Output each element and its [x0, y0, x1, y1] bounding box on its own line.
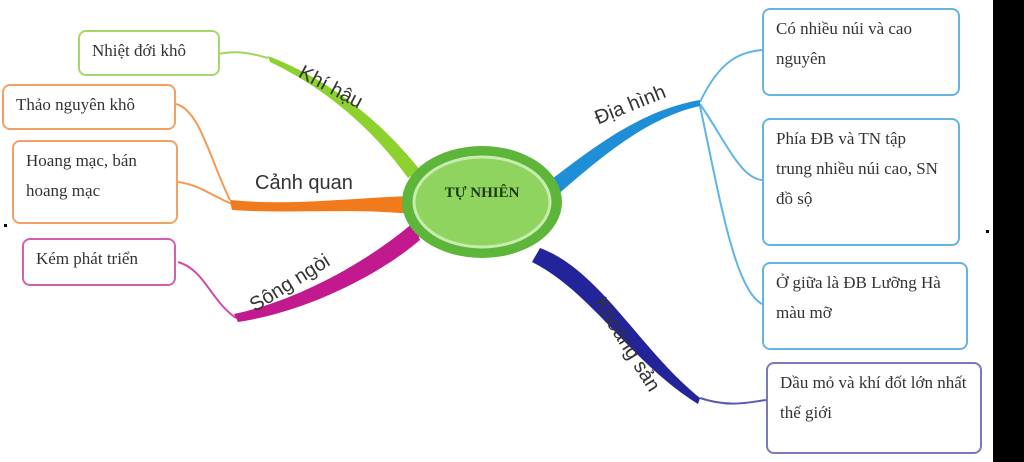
center-node-inner: [412, 155, 552, 249]
branch-label-canh-quan: Cảnh quan: [255, 172, 353, 194]
edge-mark-right: [986, 230, 989, 233]
box-dong-bang-luong-ha: Ở giữa là ĐB Lưỡng Hà màu mỡ: [762, 262, 968, 350]
box-hoang-mac: Hoang mạc, bán hoang mạc: [12, 140, 178, 224]
connector-khoang-san: [699, 397, 767, 405]
branch-canh-quan: [230, 196, 412, 214]
center-label: TỰ NHIÊN: [444, 185, 520, 201]
connector-dia-hinh-1: [699, 49, 763, 103]
connector-layer: [175, 49, 767, 405]
branch-khoang-san: [532, 248, 700, 404]
branch-song-ngoi: [234, 222, 420, 322]
box-kem-phat-trien: Kém phát triển: [22, 238, 176, 286]
box-nhieu-nui: Có nhiều núi và cao nguyên: [762, 8, 960, 96]
box-nhiet-doi-kho: Nhiệt đới khô: [78, 30, 220, 76]
box-thao-nguyen-kho: Thảo nguyên khô: [2, 84, 176, 130]
connector-dia-hinh-2: [699, 103, 763, 181]
edge-mark-left: [4, 224, 7, 227]
connector-thao-nguyen: [175, 103, 231, 201]
mindmap-canvas: TỰ NHIÊN Khí hậu Cảnh quan Sông ngòi Địa…: [0, 0, 993, 462]
connector-hoang-mac: [177, 181, 233, 205]
connector-song-ngoi: [177, 261, 237, 319]
connector-khi-hau: [217, 51, 269, 59]
box-dau-mo-khi-dot: Dầu mỏ và khí đốt lớn nhất thế giới: [766, 362, 982, 454]
branch-khi-hau: [268, 56, 420, 178]
connector-dia-hinh-3: [699, 105, 763, 305]
box-phia-db-tn: Phía ĐB và TN tập trung nhiều núi cao, S…: [762, 118, 960, 246]
branch-dia-hinh: [548, 100, 700, 196]
